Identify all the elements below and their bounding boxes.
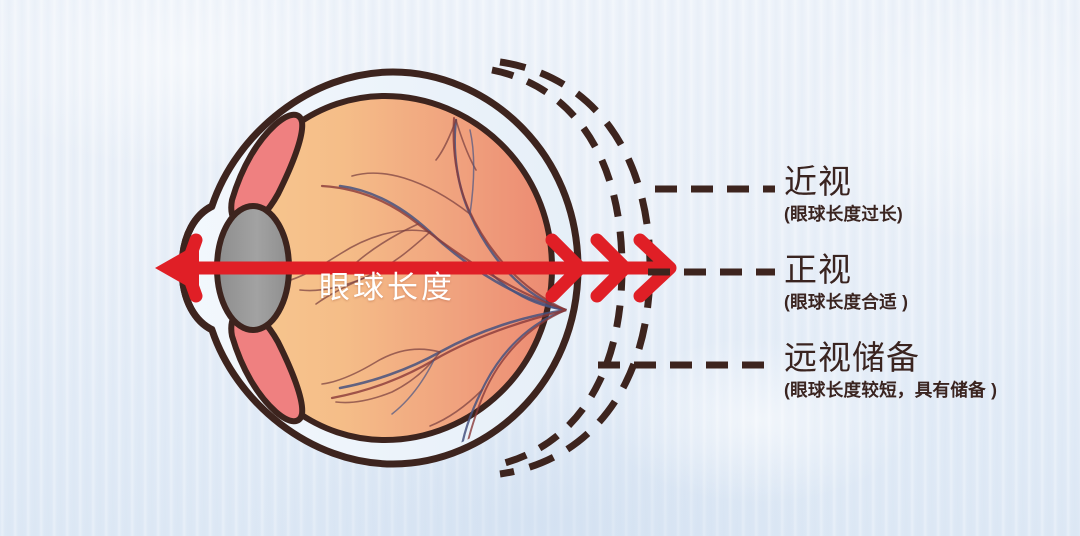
arrowhead-arc-1 — [590, 233, 632, 303]
iris-ciliary-body — [228, 111, 306, 425]
label-hyperopic-reserve-subtitle: (眼球长度较短，具有储备 ) — [784, 380, 998, 400]
label-hyperopic-reserve: 远视储备 (眼球长度较短，具有储备 ) — [784, 340, 997, 401]
axial-length-caption: 眼球长度 — [319, 270, 455, 305]
dashed-elongation-arcs — [491, 58, 654, 478]
arrowhead-emmetropia — [545, 233, 587, 303]
label-emmetropia-title: 正视 — [784, 251, 852, 288]
arrowhead-arc-2 — [633, 233, 677, 303]
label-emmetropia-subtitle: (眼球长度合适 ) — [784, 292, 909, 312]
axial-length-arrow — [155, 233, 677, 303]
label-hyperopic-reserve-title: 远视储备 — [784, 339, 920, 376]
label-leader-lines — [598, 185, 775, 369]
label-myopia: 近视 (眼球长度过长) — [784, 164, 903, 225]
label-myopia-title: 近视 — [784, 163, 852, 200]
label-myopia-subtitle: (眼球长度过长) — [784, 204, 904, 224]
label-emmetropia: 正视 (眼球长度合适 ) — [784, 252, 908, 313]
